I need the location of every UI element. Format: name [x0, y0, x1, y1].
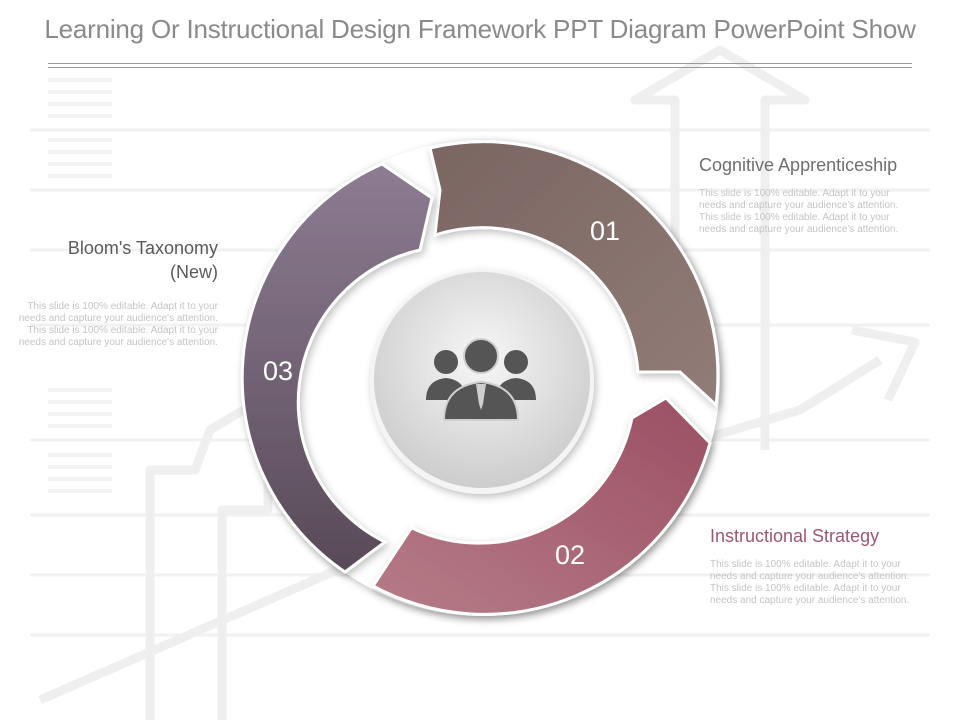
- step-02-heading: Instructional Strategy: [710, 526, 880, 546]
- step-03-heading: Bloom's Taxonomy (New): [67, 238, 218, 282]
- step-01-heading: Cognitive Apprenticeship: [699, 155, 898, 175]
- segment-01: [428, 140, 720, 409]
- segment-02: [370, 396, 712, 616]
- step-01-body: This slide is 100% editable. Adapt it to…: [699, 188, 899, 235]
- title-divider-top: [48, 63, 912, 64]
- segment-01-number: 01: [590, 216, 621, 246]
- step-03-body: This slide is 100% editable. Adapt it to…: [18, 301, 218, 348]
- page-title: Learning Or Instructional Design Framewo…: [44, 14, 916, 44]
- title-divider-bottom: [48, 67, 912, 68]
- segment-02-number: 02: [555, 540, 586, 570]
- team-people-icon: [426, 338, 536, 421]
- segment-03-number: 03: [263, 356, 294, 386]
- center-circle: [374, 272, 590, 488]
- step-02-body: This slide is 100% editable. Adapt it to…: [710, 559, 910, 606]
- segment-03: [240, 162, 434, 574]
